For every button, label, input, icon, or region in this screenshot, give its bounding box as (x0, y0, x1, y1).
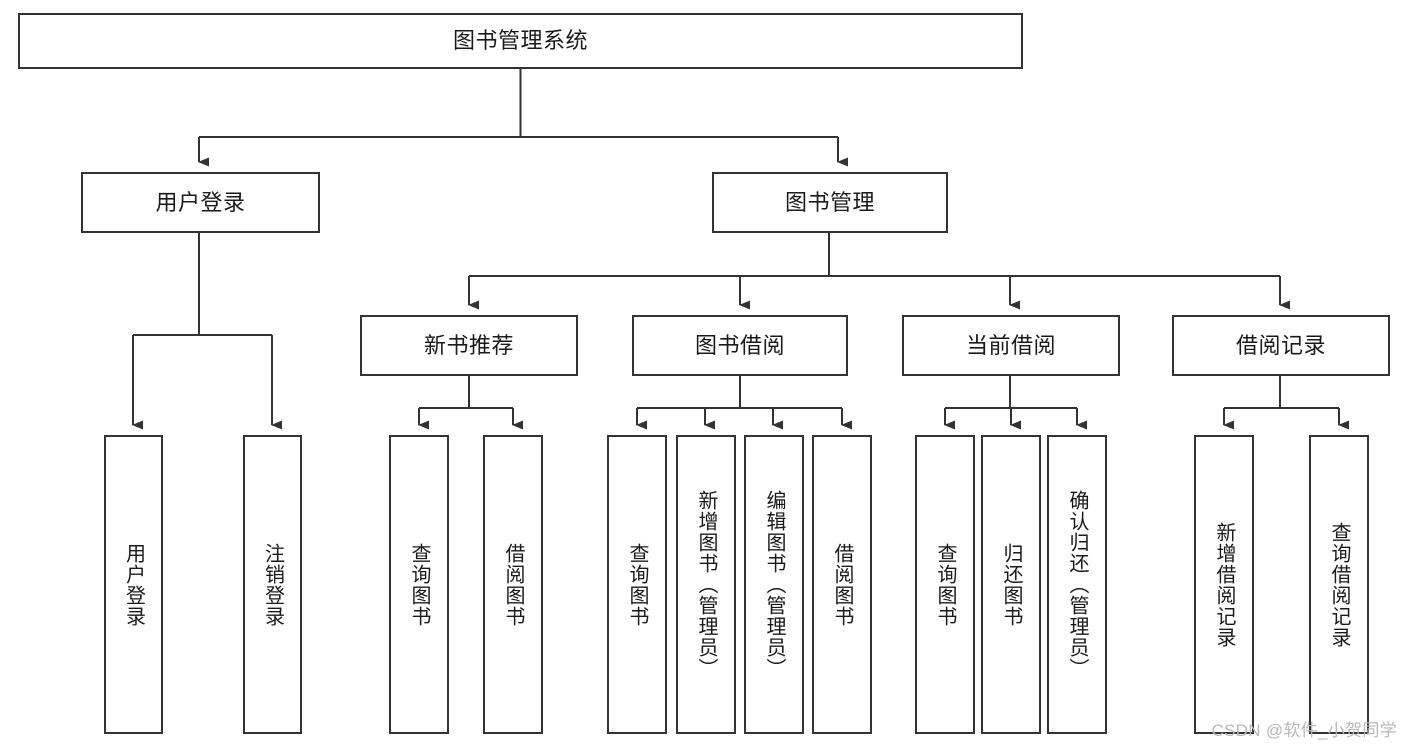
node-book-borrow-label: 图书借阅 (694, 332, 785, 358)
node-book-management[interactable]: 图书管理 (712, 172, 948, 233)
node-user-login[interactable]: 用户登录 (81, 172, 320, 233)
node-leaf-user-login[interactable]: 用户登录 (104, 435, 163, 734)
node-leaf-user-login-label: 用户登录 (122, 542, 145, 627)
node-leaf-query-book-recommend[interactable]: 查询图书 (389, 435, 449, 734)
node-leaf-confirm-return-admin[interactable]: 确认归还（管理员） (1047, 435, 1107, 734)
node-borrow-record-label: 借阅记录 (1235, 332, 1326, 358)
node-book-management-label: 图书管理 (784, 189, 875, 215)
node-leaf-add-book-admin[interactable]: 新增图书（管理员） (676, 435, 736, 734)
node-leaf-add-borrow-record[interactable]: 新增借阅记录 (1194, 435, 1254, 734)
node-leaf-borrow-book-recommend[interactable]: 借阅图书 (483, 435, 543, 734)
node-leaf-borrow-book-recommend-label: 借阅图书 (502, 542, 524, 627)
watermark-text: CSDN @软件_小贺同学 (1211, 721, 1397, 740)
node-leaf-confirm-return-admin-label: 确认归还（管理员） (1066, 490, 1088, 679)
node-current-borrow-label: 当前借阅 (965, 332, 1056, 358)
node-root-system[interactable]: 图书管理系统 (18, 13, 1023, 69)
node-current-borrow[interactable]: 当前借阅 (902, 315, 1120, 376)
node-leaf-return-book-label: 归还图书 (1000, 542, 1022, 627)
node-leaf-query-book-current-label: 查询图书 (934, 542, 956, 627)
node-user-login-label: 用户登录 (155, 189, 246, 215)
node-leaf-add-borrow-record-label: 新增借阅记录 (1213, 521, 1235, 648)
node-leaf-logout[interactable]: 注销登录 (243, 435, 302, 734)
node-leaf-logout-label: 注销登录 (261, 542, 284, 627)
node-leaf-query-borrow-record[interactable]: 查询借阅记录 (1309, 435, 1369, 734)
node-leaf-query-book-borrow[interactable]: 查询图书 (607, 435, 667, 734)
node-leaf-borrow-book[interactable]: 借阅图书 (812, 435, 872, 734)
node-leaf-query-book-recommend-label: 查询图书 (408, 542, 430, 627)
node-leaf-add-book-admin-label: 新增图书（管理员） (695, 490, 717, 679)
node-leaf-return-book[interactable]: 归还图书 (981, 435, 1041, 734)
node-leaf-borrow-book-label: 借阅图书 (831, 542, 853, 627)
node-borrow-record[interactable]: 借阅记录 (1172, 315, 1390, 376)
node-new-book-recommend-label: 新书推荐 (423, 332, 514, 358)
node-leaf-edit-book-admin-label: 编辑图书（管理员） (763, 490, 785, 679)
node-leaf-query-book-current[interactable]: 查询图书 (915, 435, 975, 734)
node-leaf-edit-book-admin[interactable]: 编辑图书（管理员） (744, 435, 804, 734)
node-leaf-query-book-borrow-label: 查询图书 (626, 542, 648, 627)
node-leaf-query-borrow-record-label: 查询借阅记录 (1328, 521, 1350, 648)
node-book-borrow[interactable]: 图书借阅 (632, 315, 848, 376)
node-new-book-recommend[interactable]: 新书推荐 (360, 315, 578, 376)
node-root-system-label: 图书管理系统 (452, 28, 588, 54)
